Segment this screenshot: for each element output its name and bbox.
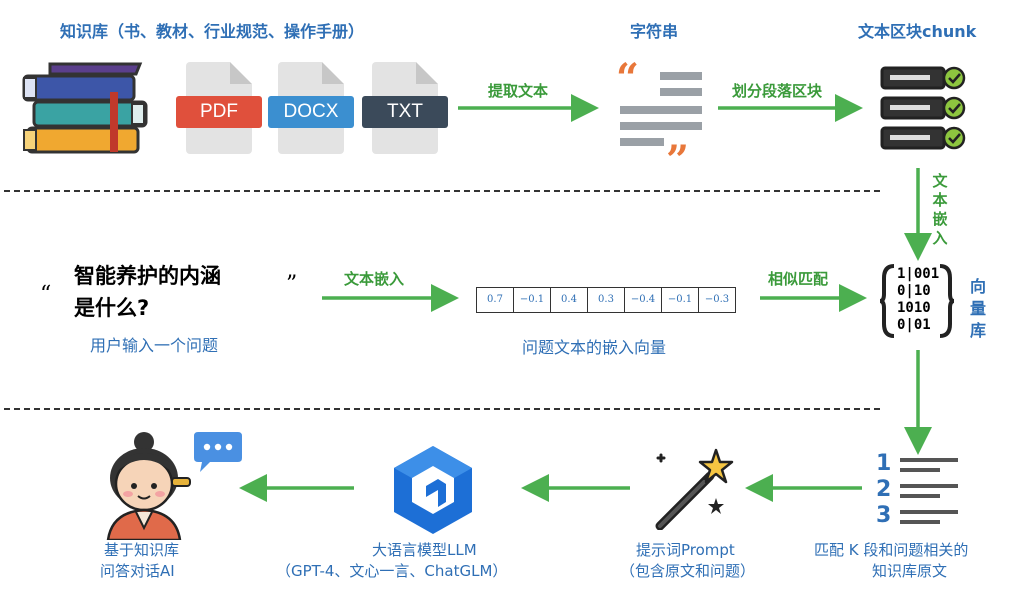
section-divider-2 [4, 408, 880, 410]
binary-row: 1|001 [897, 266, 940, 282]
prompt-label-2: （包含原文和问题） [620, 562, 756, 580]
svg-text:”: ” [666, 137, 689, 160]
chunk-label: 文本区块chunk [858, 22, 977, 41]
topk-label-1: 匹配 K 段和问题相关的 [814, 541, 969, 559]
binary-row: 0|10 [897, 283, 931, 299]
quote-text-icon: “ ” [616, 60, 702, 160]
llm-logo-icon [394, 446, 472, 534]
vector-cell: −0.1 [662, 288, 699, 312]
vector-cell: −0.4 [625, 288, 662, 312]
pdf-file-icon: PDF [176, 62, 262, 154]
extract-text-label: 提取文本 [488, 82, 549, 100]
llm-label-2: （GPT-4、文心一言、ChatGLM） [276, 562, 508, 580]
split-chunks-label: 划分段落区块 [732, 82, 823, 100]
open-quote: “ [40, 282, 52, 307]
question-line-1: 智能养护的内涵 [74, 264, 221, 288]
books-icon [22, 62, 148, 154]
numbered-list-icon: 1 2 3 [874, 452, 964, 532]
list-number: 2 [876, 477, 892, 502]
vector-caption: 问题文本的嵌入向量 [522, 338, 667, 357]
similar-match-label: 相似匹配 [768, 270, 829, 288]
txt-tag: TXT [362, 96, 448, 128]
question-caption: 用户输入一个问题 [90, 336, 219, 355]
vector-cell: 0.3 [588, 288, 625, 312]
embedding-vector: 0.7 −0.1 0.4 0.3 −0.4 −0.1 −0.3 [476, 287, 736, 313]
svg-text:“: “ [616, 60, 639, 102]
vector-cell: 0.4 [551, 288, 588, 312]
vector-db-label: 向量库 [969, 277, 986, 340]
vector-db-icon: 1|001 0|10 1010 0|01 [880, 262, 954, 340]
prompt-label-1: 提示词Prompt [636, 541, 735, 559]
vector-cell: −0.3 [704, 294, 730, 305]
vector-cell: −0.1 [514, 288, 551, 312]
question-embed-label: 文本嵌入 [344, 270, 405, 288]
pdf-tag: PDF [176, 96, 262, 128]
ai-label-2: 问答对话AI [100, 562, 175, 580]
ai-avatar-icon [106, 432, 191, 540]
knowledge-base-label: 知识库（书、教材、行业规范、操作手册） [60, 22, 365, 41]
ai-label-1: 基于知识库 [104, 541, 180, 559]
chat-bubble-icon [194, 432, 242, 472]
string-label: 字符串 [630, 22, 679, 41]
section-divider-1 [4, 190, 880, 192]
list-number: 1 [876, 451, 892, 476]
magic-wand-icon [655, 448, 734, 530]
close-quote: ” [286, 272, 298, 297]
embed-vertical-label: 文本嵌入 [932, 172, 948, 247]
chunk-stack-icon [880, 66, 966, 150]
question-line-2: 是什么? [74, 296, 150, 320]
llm-label-1: 大语言模型LLM [372, 541, 477, 559]
docx-tag: DOCX [268, 96, 354, 128]
vector-cell: 0.7 [477, 288, 514, 312]
docx-file-icon: DOCX [268, 62, 354, 154]
topk-label-2: 知识库原文 [872, 562, 948, 580]
list-number: 3 [876, 503, 892, 528]
binary-row: 0|01 [897, 317, 931, 333]
txt-file-icon: TXT [362, 62, 448, 154]
binary-row: 1010 [897, 300, 931, 316]
